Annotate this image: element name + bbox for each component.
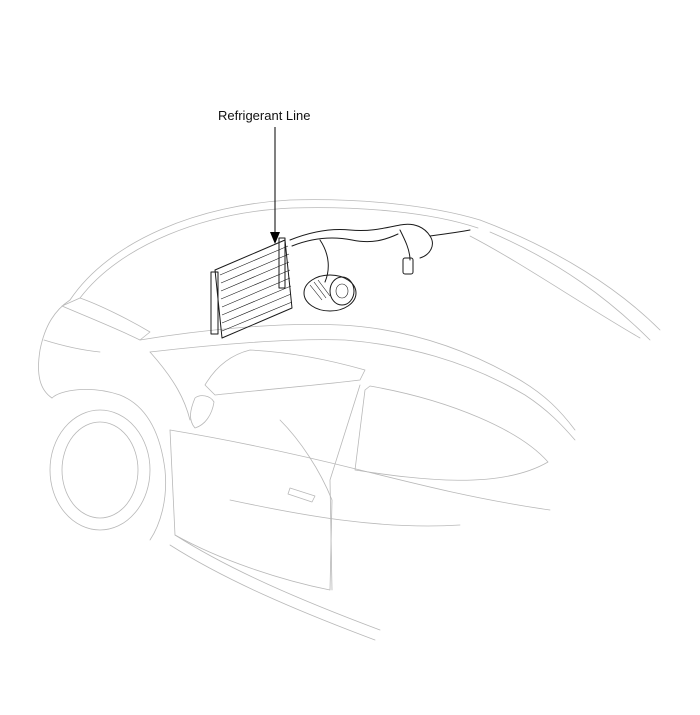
compressor	[303, 274, 357, 312]
cowl-line-2	[149, 339, 576, 441]
grille-curve	[43, 339, 101, 353]
ev-line	[429, 229, 471, 237]
wheel-arch	[51, 389, 167, 541]
fender-top	[149, 351, 191, 421]
condenser-tank	[210, 271, 219, 335]
rocker-panel-2	[169, 544, 376, 641]
leader-arrowhead-icon	[270, 232, 280, 244]
a-pillar-line	[469, 235, 641, 339]
compressor-pulley	[329, 276, 355, 306]
rear-window	[354, 385, 549, 481]
condenser-header	[278, 237, 286, 289]
callout-label-refrigerant-line: Refrigerant Line	[218, 108, 311, 123]
front-fascia	[38, 299, 71, 399]
drier-line	[399, 229, 411, 261]
roof-line-upper	[479, 219, 661, 331]
suction-line	[319, 239, 329, 283]
refrigerant-line-upper	[289, 223, 433, 259]
front-door	[169, 419, 333, 591]
rocker-panel	[174, 534, 381, 631]
belt-line	[169, 429, 551, 511]
receiver-drier	[402, 257, 414, 275]
front-tire	[49, 409, 151, 531]
hood-inner-line	[79, 207, 479, 299]
mirror	[190, 395, 215, 429]
door-handle	[287, 487, 316, 503]
hood-outline	[69, 199, 481, 301]
refrigerant-line-lower	[291, 233, 399, 247]
compressor-ribs	[309, 279, 331, 301]
condenser	[210, 237, 293, 339]
b-pillar	[329, 384, 361, 591]
refrigerant-lines	[289, 223, 471, 283]
car-body	[38, 199, 661, 641]
headlight	[61, 297, 151, 341]
front-rim	[61, 421, 139, 519]
roof-line-lower	[489, 231, 651, 341]
front-window	[204, 349, 366, 396]
condenser-core-lines	[219, 245, 293, 332]
compressor-body	[303, 274, 357, 312]
cowl-line	[139, 323, 576, 431]
compressor-pulley-hub	[335, 283, 349, 299]
condenser-frame	[214, 239, 293, 339]
body-side-line	[229, 499, 461, 527]
